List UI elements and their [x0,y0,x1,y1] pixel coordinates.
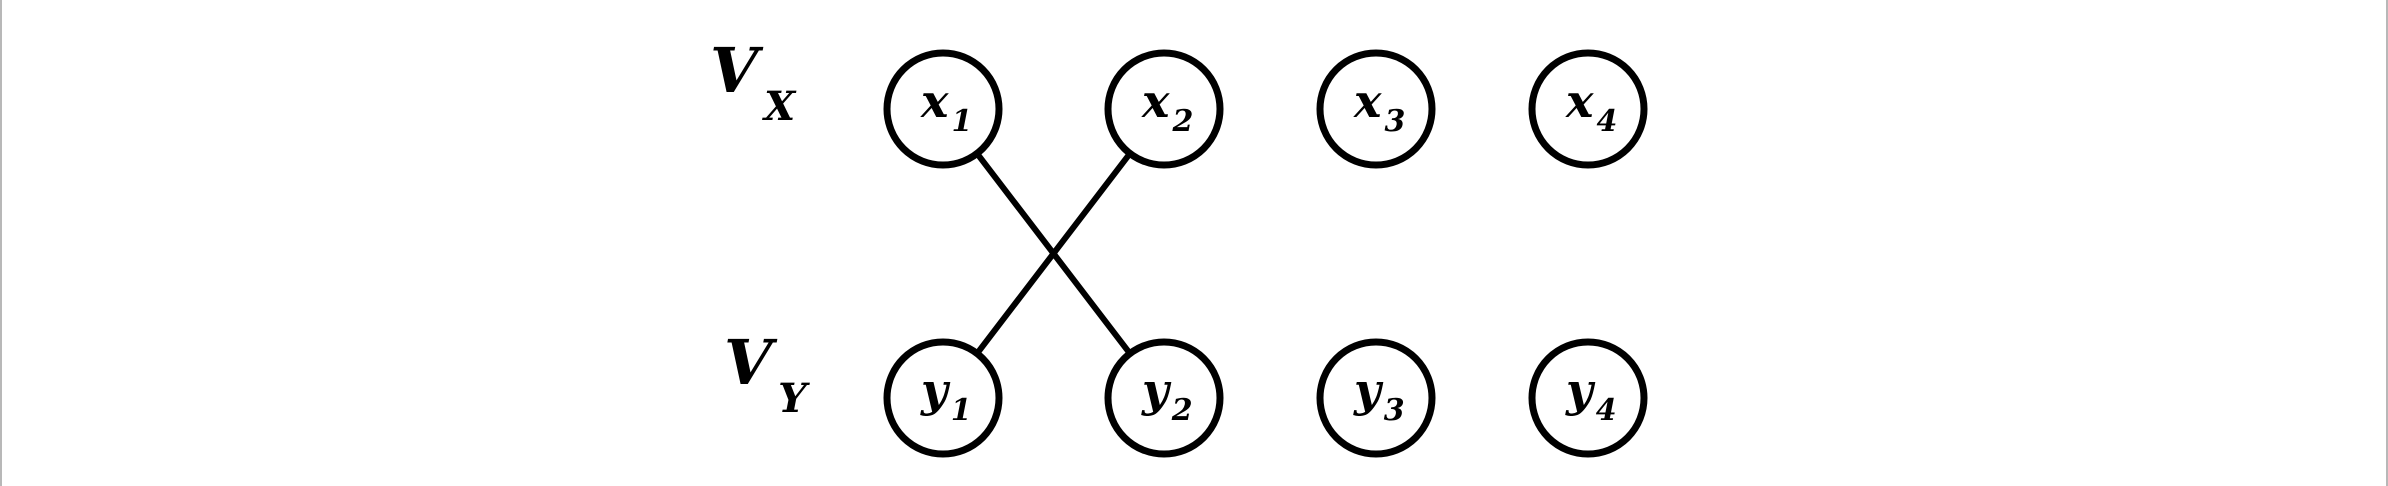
edge-x2-y1 [974,150,1133,357]
node-label-main-y1: y [920,363,951,417]
node-label-sub-y2: 2 [1171,393,1193,428]
node-circle-x1 [883,49,1003,169]
node-circle-x4 [1528,49,1648,169]
set-label-bottom-sub: Y [778,375,810,422]
node-label-sub-y1: 1 [951,393,972,428]
node-circle-x2 [1104,49,1224,169]
node-label-sub-x1: 1 [951,104,972,139]
node-label-main-x1: x [920,74,949,128]
node-label-main-x4: x [1565,74,1594,128]
node-label-main-y2: y [1141,363,1172,417]
node-circle-y3 [1316,338,1436,458]
node-label-sub-y4: 4 [1596,393,1617,428]
node-label-main-y4: y [1565,363,1596,417]
node-circle-y4 [1528,338,1648,458]
node-circle-y2 [1104,338,1224,458]
node-label-main-y3: y [1353,363,1384,417]
edges-layer [974,150,1133,357]
node-label-sub-x2: 2 [1171,104,1193,139]
node-circle-x3 [1316,49,1436,169]
set-label-top-main: V [710,34,764,107]
node-label-sub-x4: 4 [1596,104,1617,139]
node-circle-y1 [883,338,1003,458]
node-label-sub-x3: 3 [1384,104,1405,139]
node-label-main-x3: x [1353,74,1382,128]
node-label-main-x2: x [1141,74,1170,128]
set-label-top-sub: X [761,83,797,130]
node-label-sub-y3: 3 [1384,393,1405,428]
set-label-bottom-main: V [724,326,778,399]
